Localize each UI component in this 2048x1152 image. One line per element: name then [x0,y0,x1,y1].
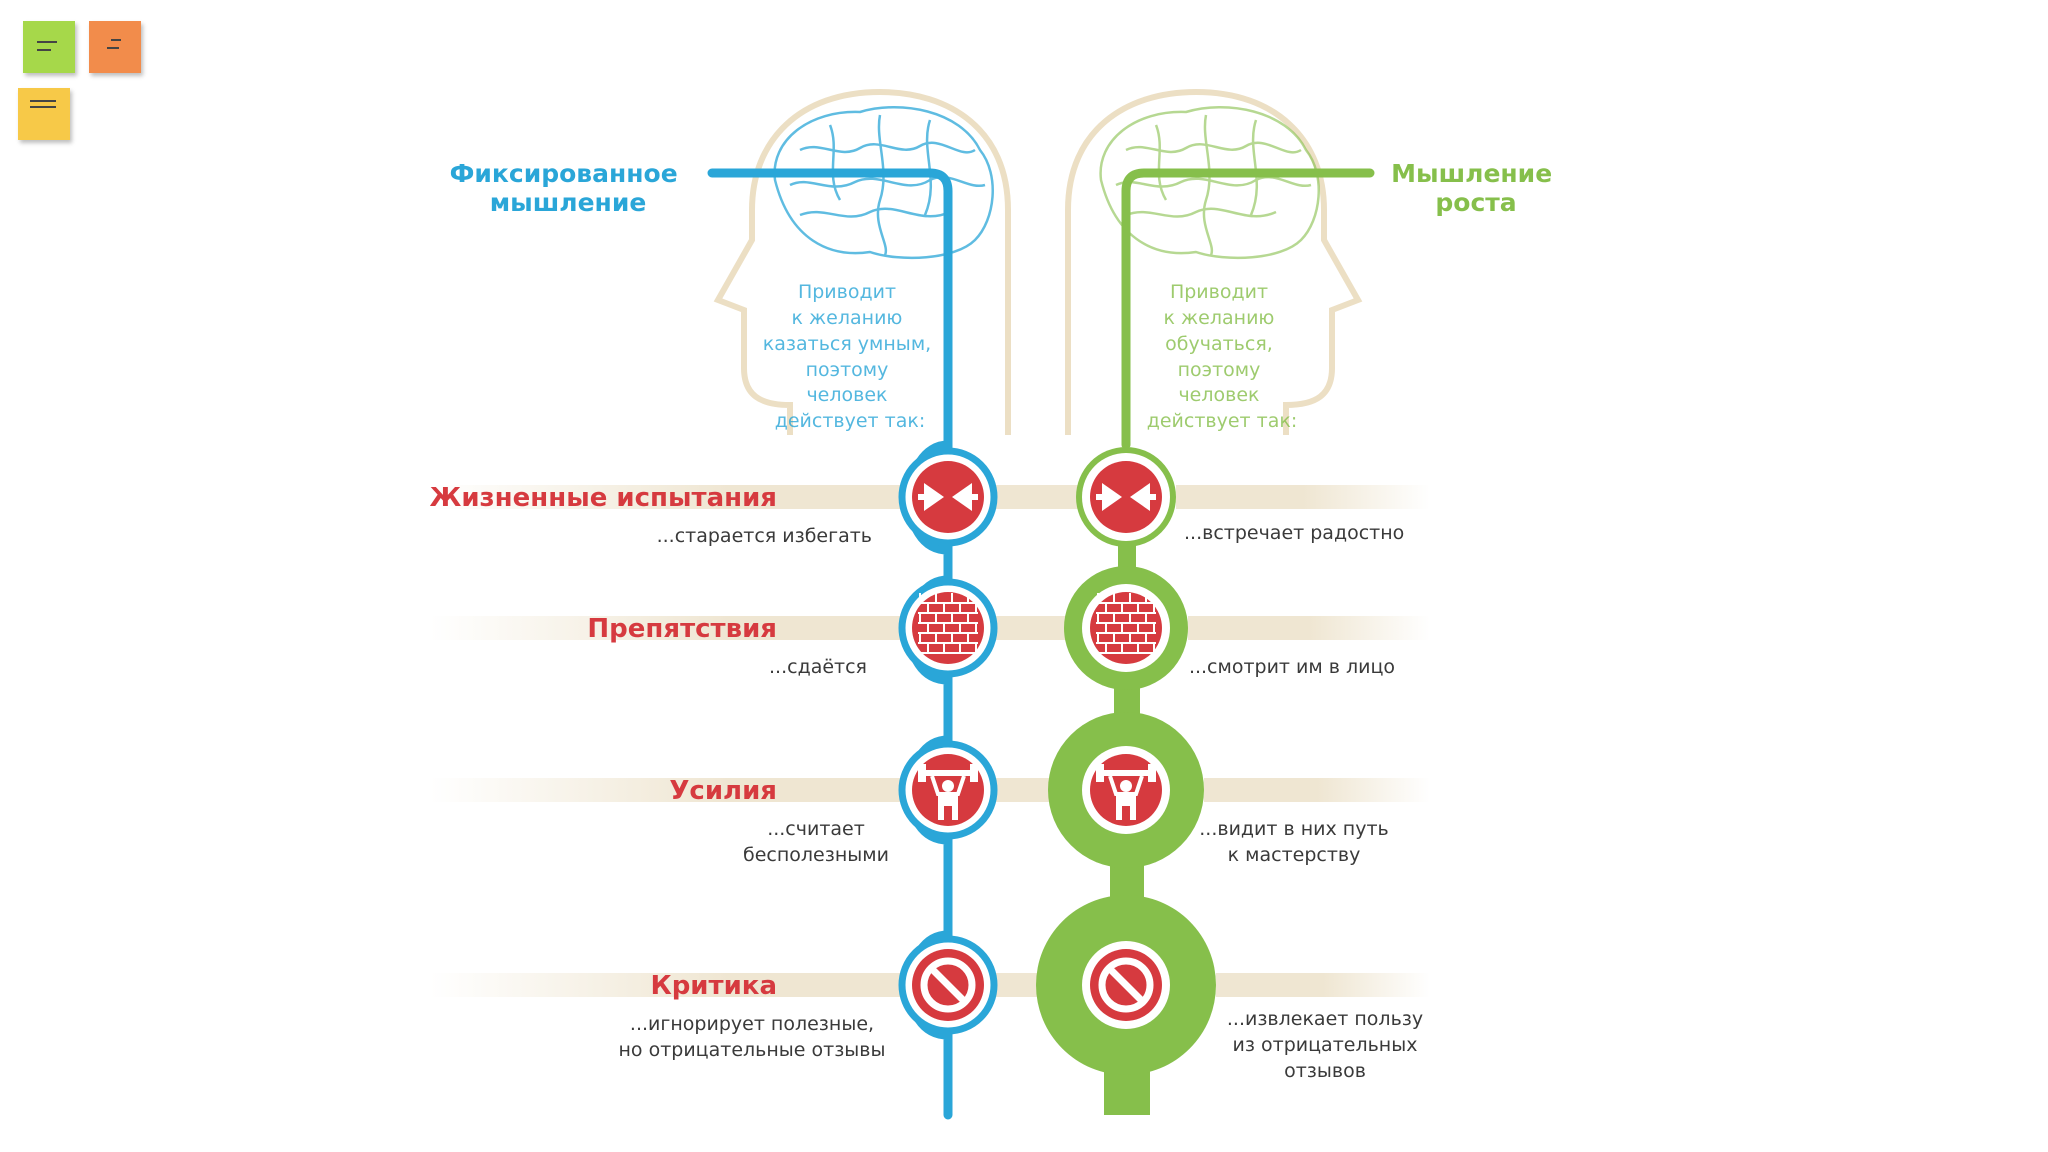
band-left [430,778,930,802]
growth-mindset-title: Мышление роста [1391,159,1561,217]
band-left [430,485,930,509]
band-right [1188,616,1430,640]
brick-wall-icon [912,592,984,664]
sticky-note-green[interactable] [23,21,75,73]
arrows-collide-icon [1090,461,1162,533]
note-line [30,106,56,108]
arrows-collide-icon [912,461,984,533]
growth-head-text: Приводит к желанию обучаться, поэтому че… [1147,281,1298,432]
sticky-note-orange[interactable] [89,21,141,73]
band-right [1176,485,1430,509]
fixed-behaviour-text: ...сдаётся [769,656,867,678]
brain-growth-icon [1099,106,1320,260]
fixed-behaviour-text: ...старается избегать [657,525,872,547]
brick-wall-icon [1090,592,1162,664]
fixed-mindset-title: Фиксированное мышление [450,159,687,217]
growth-mindset-line [1121,168,1375,450]
head-silhouette-growth [1065,88,1363,435]
fixed-behaviour-text: ...игнорирует полезные,но отрицательные … [618,1013,885,1061]
row-3: Критика ...игнорирует полезные,но отрицат… [618,895,1423,1082]
head-silhouette-fixed [713,88,1011,435]
row-label: Усилия [669,776,777,806]
band-left [430,616,930,640]
note-line [37,41,57,43]
fixed-head-text: Приводит к желанию казаться умным, поэто… [763,281,937,432]
row-label: Жизненные испытания [430,483,777,513]
row-label: Препятствия [587,614,777,644]
band-right [1204,778,1430,802]
note-line [111,39,121,41]
brain-fixed-icon [773,106,994,260]
growth-behaviour-text: ...встречает радостно [1184,522,1404,544]
note-line [30,100,56,102]
row-label: Критика [650,971,777,1001]
sticky-note-yellow[interactable] [18,88,70,140]
row-0: Жизненные испытания ...старается избегать… [430,447,1404,547]
band-right [1216,973,1430,997]
band-left [430,973,930,997]
note-line [37,49,51,51]
note-line [107,47,119,49]
row-1: Препятствия ...сдаётся ...смотрит им в лиц… [587,566,1395,690]
growth-behaviour-text: ...смотрит им в лицо [1189,656,1395,678]
